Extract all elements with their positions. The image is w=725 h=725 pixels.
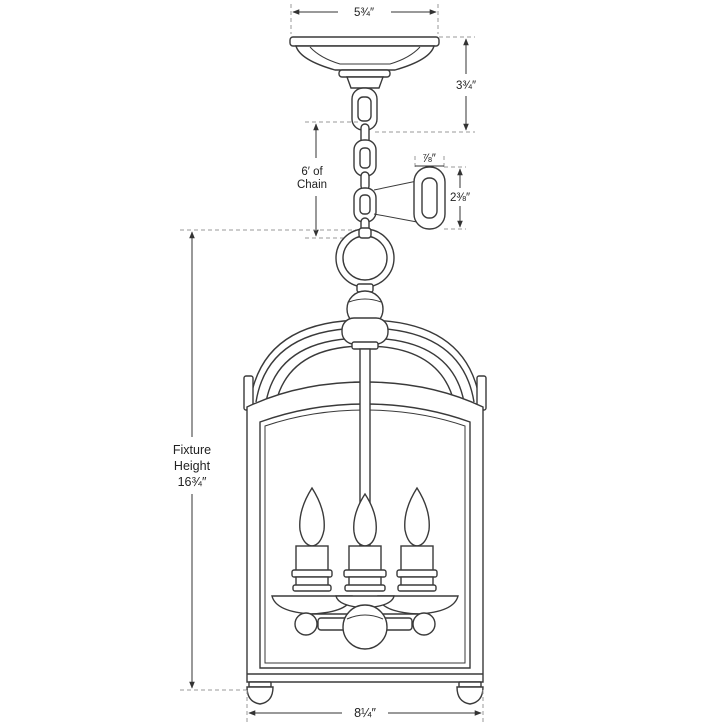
- fixture-height-label-line1: Fixture: [173, 443, 211, 457]
- canopy-height-dimension: 3¾″: [375, 36, 476, 133]
- fixture-width-label: 8¼″: [354, 706, 376, 720]
- canopy-height-label: 3¾″: [456, 80, 476, 92]
- candle-right: [396, 486, 438, 592]
- chain: [351, 87, 378, 233]
- fixture-height-label-line3: 16¾″: [178, 475, 207, 489]
- lantern-hanging-ring: [335, 227, 395, 328]
- fixture-width-dimension: 8¼″: [246, 690, 484, 722]
- candle-left: [291, 486, 333, 592]
- candle-center: [343, 492, 387, 592]
- candle-arms: [271, 595, 459, 650]
- link-height-label: 2⅜″: [450, 192, 470, 204]
- chain-link-detail: ⅞″ 2⅜″: [373, 153, 470, 230]
- lantern-cage-arch: [249, 317, 481, 403]
- ceiling-canopy: [289, 36, 440, 89]
- link-width-label: ⅞″: [422, 153, 436, 165]
- chain-length-dimension: 6′ of Chain: [297, 121, 360, 239]
- chain-length-label-line1: 6′ of: [301, 166, 323, 178]
- fixture-height-label-line2: Height: [174, 459, 211, 473]
- lantern-feet: [246, 681, 484, 705]
- chain-length-label-line2: Chain: [297, 179, 327, 191]
- fixture-height-dimension: Fixture Height 16¾″: [173, 229, 360, 691]
- canopy-width-label: 5¾″: [354, 7, 374, 19]
- canopy-width-dimension: 5¾″: [290, 4, 439, 34]
